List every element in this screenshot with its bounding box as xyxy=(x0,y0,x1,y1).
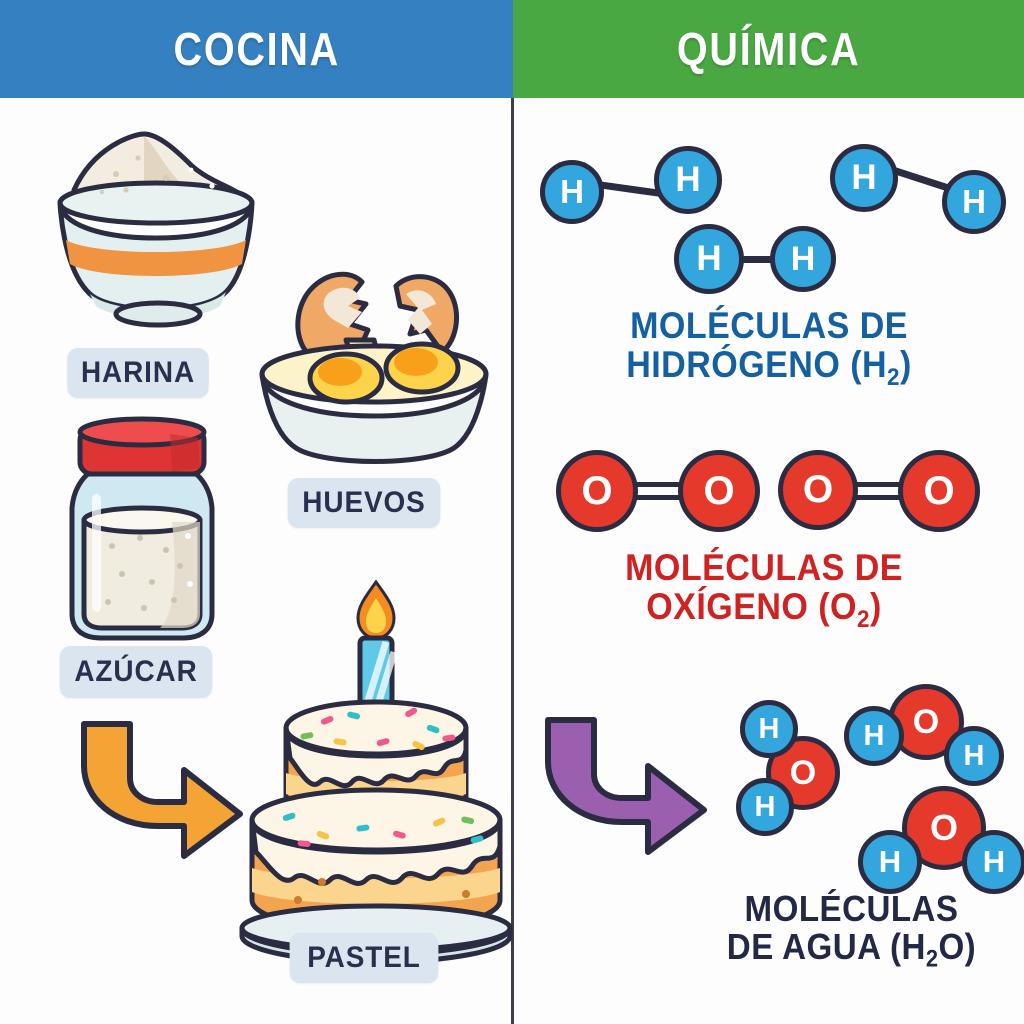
atom-label: H xyxy=(878,844,902,879)
water-molecule-1: O H H xyxy=(736,700,854,840)
hydrogen-caption-line2: HIDRÓGENO (H2) xyxy=(576,345,962,391)
hydrogen-molecule-3: H H xyxy=(674,224,836,296)
water-formula-pre: DE AGUA (H xyxy=(726,926,926,968)
column-divider xyxy=(511,98,514,1024)
oxygen-atom: O xyxy=(898,450,980,532)
atom-label: H xyxy=(962,183,986,220)
atom-label: O xyxy=(912,702,940,741)
flour-bowl-illustration xyxy=(57,131,255,328)
oxygen-caption-line1: MOLÉCULAS DE xyxy=(625,547,903,588)
water-molecule-2: O H H xyxy=(844,684,1004,792)
cake-illustration xyxy=(239,579,513,965)
oxygen-double-bond-2-upper xyxy=(846,482,910,487)
oxygen-atom: O xyxy=(778,450,858,530)
hydrogen-atom: H xyxy=(944,726,1004,786)
header-cocina-title: COCINA xyxy=(173,23,340,75)
oxygen-formula-pre: OXÍGENO (O xyxy=(646,586,857,628)
hydrogen-formula-pre: HIDRÓGENO (H xyxy=(626,344,888,386)
atom-label: H xyxy=(696,239,722,278)
hydrogen-bond-3 xyxy=(732,256,784,263)
cooking-transformation-arrow xyxy=(81,721,243,859)
cooking-panel: HARINA HUEVOS xyxy=(0,98,513,1024)
atom-label: H xyxy=(982,844,1006,879)
oxygen-molecule-2: O O xyxy=(778,450,980,532)
hydrogen-atom: H xyxy=(844,706,904,766)
oxygen-formula-sub: 2 xyxy=(856,606,870,634)
oxygen-atom: O xyxy=(678,450,760,532)
hydrogen-atom: H xyxy=(942,170,1006,234)
eggs-bowl-illustration xyxy=(259,271,489,464)
atom-label: H xyxy=(790,239,816,278)
hydrogen-atom: H xyxy=(540,160,604,224)
label-badge-azucar: AZÚCAR xyxy=(59,646,213,698)
atom-label: O xyxy=(703,468,735,513)
hydrogen-atom: H xyxy=(830,144,898,212)
atom-label: H xyxy=(675,160,701,199)
hydrogen-formula-post: ) xyxy=(899,344,912,386)
oxygen-caption-line2: OXÍGENO (O2) xyxy=(566,587,962,633)
header-quimica: QUÍMICA xyxy=(513,0,1024,98)
oxygen-double-bond-1-lower xyxy=(626,495,690,500)
atom-label: H xyxy=(963,739,985,772)
hydrogen-atom: H xyxy=(740,700,798,758)
atom-label: H xyxy=(560,173,584,210)
sugar-jar-illustration xyxy=(69,416,215,641)
water-formula-post: O) xyxy=(938,926,977,968)
atom-label: O xyxy=(923,468,955,513)
oxygen-formula-post: ) xyxy=(869,586,882,628)
hydrogen-formula-sub: 2 xyxy=(887,364,900,392)
label-badge-harina: HARINA xyxy=(67,348,209,398)
label-huevos-text: HUEVOS xyxy=(302,486,426,519)
atom-label: O xyxy=(789,753,817,792)
oxygen-double-bond-1-upper xyxy=(626,482,690,487)
hydrogen-atom: H xyxy=(654,146,722,214)
chemistry-reaction-arrow xyxy=(545,717,707,855)
hydrogen-atom: H xyxy=(962,830,1024,894)
label-azucar-text: AZÚCAR xyxy=(74,655,198,688)
atom-label: H xyxy=(758,712,780,745)
hydrogen-atom: H xyxy=(770,226,836,292)
water-formula-sub: 2 xyxy=(925,945,939,973)
oxygen-atom: O xyxy=(556,450,638,532)
hydrogen-molecule-2: H H xyxy=(830,136,1006,234)
water-caption-line1: MOLÉCULAS xyxy=(744,888,959,929)
water-caption-line2: DE AGUA (H2O) xyxy=(693,928,1010,972)
hydrogen-caption-line1: MOLÉCULAS DE xyxy=(630,305,908,346)
label-harina-text: HARINA xyxy=(80,356,196,389)
oxygen-double-bond-2-lower xyxy=(846,495,910,500)
water-caption: MOLÉCULAS DE AGUA (H2O) xyxy=(693,888,1010,972)
oxygen-caption: MOLÉCULAS DE OXÍGENO (O2) xyxy=(566,548,962,633)
label-badge-pastel: PASTEL xyxy=(289,933,439,983)
hydrogen-atom: H xyxy=(674,224,744,294)
label-pastel-text: PASTEL xyxy=(307,941,421,974)
oxygen-molecule-1: O O xyxy=(556,450,760,532)
atom-label: O xyxy=(802,468,834,511)
atom-label: H xyxy=(851,158,877,197)
hydrogen-atom: H xyxy=(858,830,922,894)
hydrogen-caption: MOLÉCULAS DE HIDRÓGENO (H2) xyxy=(576,306,962,391)
atom-label: O xyxy=(929,807,958,848)
atom-label: H xyxy=(863,719,885,752)
header-cocina: COCINA xyxy=(0,0,513,98)
water-molecule-3: O H H xyxy=(858,786,1024,898)
label-badge-huevos: HUEVOS xyxy=(287,478,441,528)
atom-label: O xyxy=(581,468,613,513)
hydrogen-molecule-1: H H xyxy=(540,146,722,236)
hydrogen-atom: H xyxy=(736,778,794,836)
atom-label: H xyxy=(754,790,776,823)
chemistry-panel: H H H H H H MOLÉCULAS DE HIDRÓGENO (H2) … xyxy=(514,98,1024,1024)
header-quimica-title: QUÍMICA xyxy=(676,23,861,75)
